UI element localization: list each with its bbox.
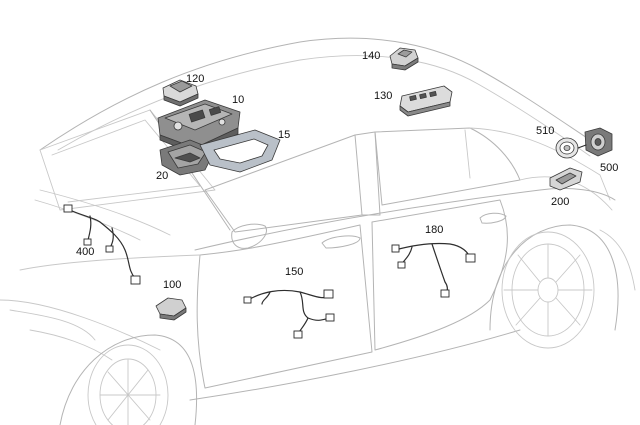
hood-line-3 — [9, 309, 96, 341]
part-200-lens — [549, 167, 583, 191]
side-mirror — [231, 223, 267, 249]
part-100-lamp — [155, 297, 187, 321]
callout-140: 140 — [362, 50, 380, 62]
callout-100: 100 — [163, 279, 181, 291]
fender-line — [29, 329, 113, 361]
rear-wheel — [489, 224, 636, 349]
part-500-lamp-housing — [577, 127, 613, 157]
part-130-light-module — [399, 85, 453, 117]
dashboard-line-2 — [34, 199, 141, 241]
part-140-lamp — [389, 47, 419, 71]
callout-120: 120 — [186, 73, 204, 85]
callout-15: 15 — [278, 129, 290, 141]
car-body-outline — [0, 37, 636, 425]
callout-150: 150 — [285, 266, 303, 278]
callout-10: 10 — [232, 94, 244, 106]
rear-door — [371, 199, 508, 351]
part-120-lamp — [162, 79, 199, 107]
part-20-mounting-bracket — [159, 139, 216, 176]
windshield — [39, 109, 216, 211]
c-pillar — [469, 127, 611, 201]
callout-labels: 120 10 15 20 140 130 510 500 200 180 150… — [76, 50, 618, 291]
hood-line-1 — [19, 254, 201, 271]
callout-130: 130 — [374, 90, 392, 102]
part-180-door-harness — [391, 242, 476, 298]
roof-line — [39, 37, 606, 151]
callout-200: 200 — [551, 196, 569, 208]
dashboard-line-1 — [39, 189, 171, 236]
callout-400: 400 — [76, 246, 94, 258]
callout-500: 500 — [600, 162, 618, 174]
part-150-door-harness — [243, 289, 335, 339]
callout-510: 510 — [536, 125, 554, 137]
callout-20: 20 — [156, 170, 168, 182]
callout-180: 180 — [425, 224, 443, 236]
front-door — [196, 224, 373, 389]
rear-door-handle — [479, 212, 507, 224]
part-510-bezel — [555, 137, 579, 159]
front-door-handle — [321, 235, 361, 249]
roof-inner-line — [57, 55, 591, 157]
belt-line — [194, 187, 616, 251]
rear-window-divider — [464, 129, 471, 179]
rocker-panel — [189, 329, 521, 401]
part-400-wiring-harness — [63, 204, 141, 285]
hood-line-2 — [0, 299, 161, 351]
part-15-trim-frame — [199, 129, 281, 173]
front-wheel — [59, 334, 198, 425]
rear-window — [374, 127, 521, 206]
